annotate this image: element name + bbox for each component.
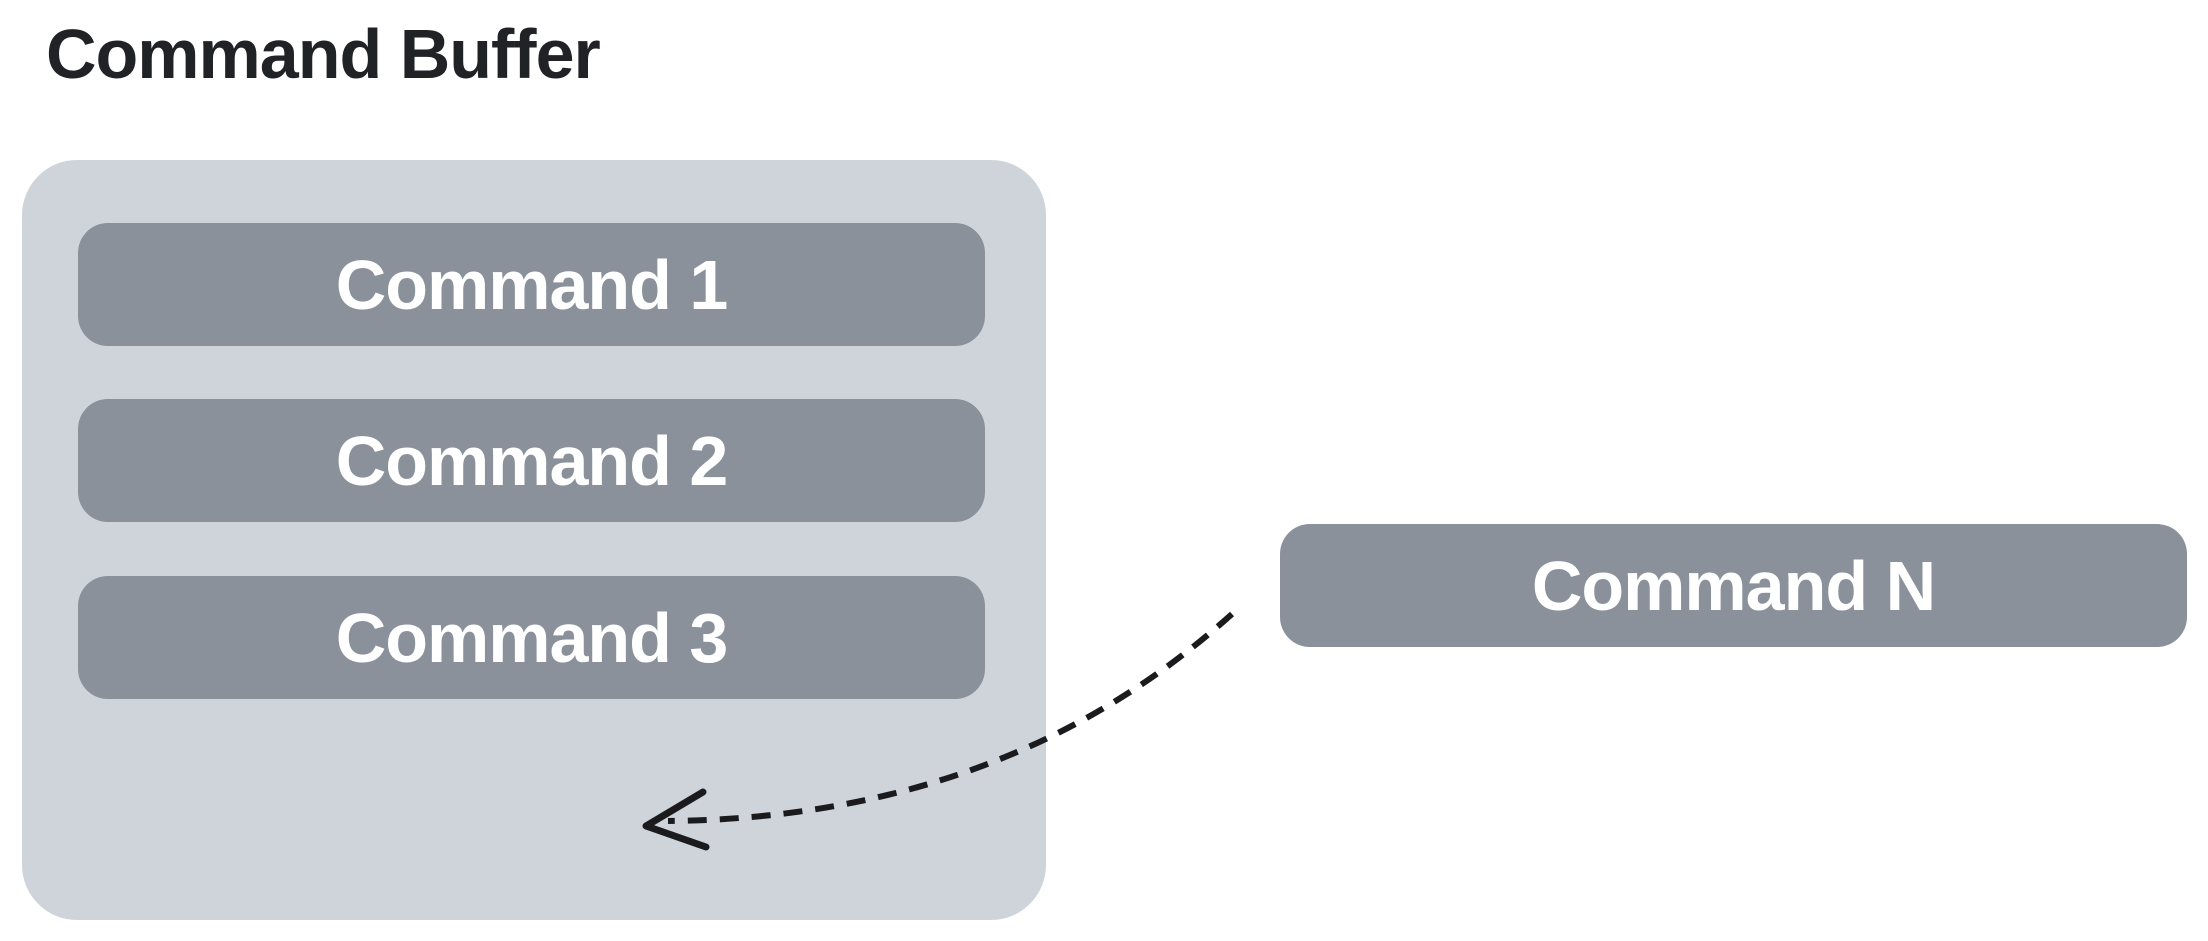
command-buffer-container: Command 1 Command 2 Command 3: [22, 160, 1046, 920]
command-n-label: Command N: [1531, 546, 1936, 625]
command-slot-2: Command 2: [78, 399, 985, 522]
command-slot-3: Command 3: [78, 576, 985, 699]
command-slot-2-label: Command 2: [335, 421, 729, 500]
command-slot-1: Command 1: [78, 223, 985, 346]
command-slot-1-label: Command 1: [335, 245, 729, 324]
command-slot-3-label: Command 3: [335, 598, 729, 677]
diagram-title: Command Buffer: [46, 15, 601, 93]
command-n-box: Command N: [1280, 524, 2187, 647]
